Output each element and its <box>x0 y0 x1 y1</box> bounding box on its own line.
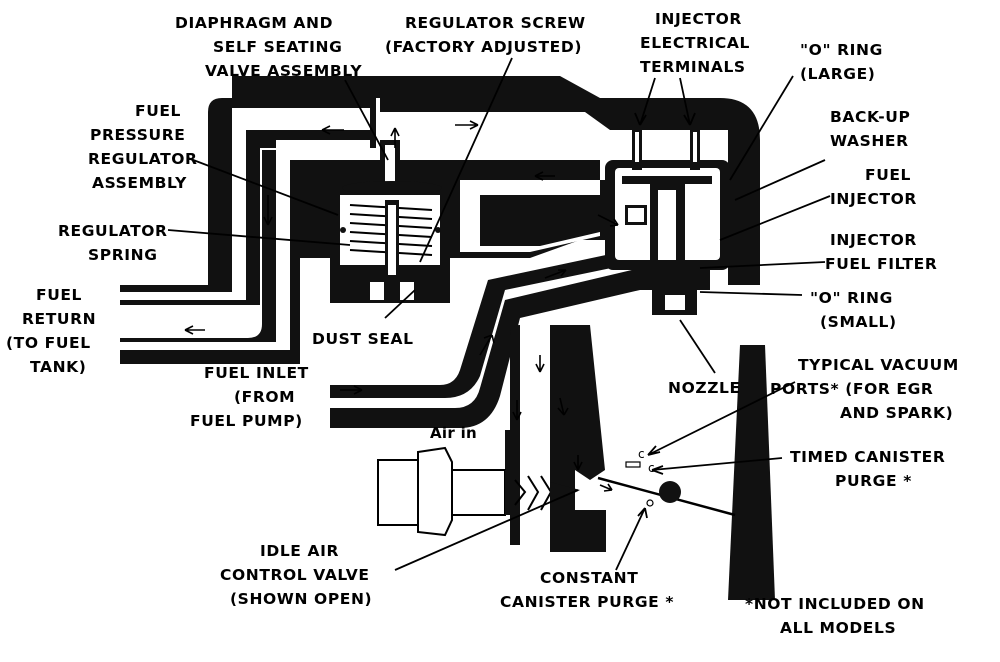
fuel-inlet-passage <box>330 252 640 428</box>
port-marker-lower: c <box>648 461 655 475</box>
label-air-in: Air in <box>430 424 477 442</box>
label-o-ring-small-1: "O" RING <box>810 289 893 307</box>
label-dust-seal: DUST SEAL <box>312 330 414 348</box>
label-timed-canister-purge-2: PURGE * <box>835 472 912 490</box>
label-nozzle: NOZZLE <box>668 379 741 397</box>
label-o-ring-large-2: (LARGE) <box>800 65 876 83</box>
label-regulator-spring-1: REGULATOR <box>58 222 168 240</box>
label-injector-fuel-filter-2: FUEL FILTER <box>825 255 937 273</box>
label-injector-terminals-1: INJECTOR <box>655 10 742 28</box>
throttle-blade <box>597 476 736 517</box>
label-footnote-2: ALL MODELS <box>780 619 896 637</box>
label-typical-vacuum-ports-1: TYPICAL VACUUM <box>798 356 959 374</box>
label-footnote-1: *NOT INCLUDED ON <box>745 595 925 613</box>
label-typical-vacuum-ports-3: AND SPARK) <box>840 404 953 422</box>
label-fuel-return-2: RETURN <box>22 310 96 328</box>
leader-lines <box>167 57 831 571</box>
label-fuel-pressure-regulator-4: ASSEMBLY <box>92 174 187 192</box>
label-idle-air-control-valve-2: CONTROL VALVE <box>220 566 370 584</box>
label-timed-canister-purge-1: TIMED CANISTER <box>790 448 945 466</box>
label-fuel-inlet-2: (FROM <box>234 388 295 406</box>
label-diaphragm-3: VALVE ASSEMBLY <box>205 62 362 80</box>
label-fuel-injector-1: FUEL <box>865 166 911 184</box>
port-marker-upper: c <box>638 447 645 461</box>
label-idle-air-control-valve-3: (SHOWN OPEN) <box>230 590 372 608</box>
label-o-ring-small-2: (SMALL) <box>820 313 897 331</box>
fuel-return-passage <box>120 76 760 364</box>
label-typical-vacuum-ports-2: PORTS* (FOR EGR <box>770 380 933 398</box>
label-fuel-pressure-regulator-3: REGULATOR <box>88 150 198 168</box>
label-regulator-screw-1: REGULATOR SCREW <box>405 14 586 32</box>
vacuum-port-markers: c c <box>625 447 655 507</box>
label-back-up-washer-2: WASHER <box>830 132 909 150</box>
label-regulator-spring-2: SPRING <box>88 246 158 264</box>
label-injector-terminals-2: ELECTRICAL <box>640 34 750 52</box>
label-fuel-return-4: TANK) <box>30 358 86 376</box>
label-o-ring-large-1: "O" RING <box>800 41 883 59</box>
label-fuel-inlet-1: FUEL INLET <box>204 364 309 382</box>
label-diaphragm-1: DIAPHRAGM AND <box>175 14 333 32</box>
label-diaphragm-2: SELF SEATING <box>213 38 342 56</box>
callout-labels: DIAPHRAGM AND SELF SEATING VALVE ASSEMBL… <box>6 10 959 637</box>
label-injector-fuel-filter-1: INJECTOR <box>830 231 917 249</box>
label-fuel-pressure-regulator-2: PRESSURE <box>90 126 185 144</box>
fuel-injector <box>605 130 734 315</box>
label-fuel-inlet-3: FUEL PUMP) <box>190 412 303 430</box>
label-fuel-return-3: (TO FUEL <box>6 334 91 352</box>
idle-air-control-valve <box>377 446 580 537</box>
label-constant-canister-purge-1: CONSTANT <box>540 569 638 587</box>
label-fuel-return-1: FUEL <box>36 286 82 304</box>
label-back-up-washer-1: BACK-UP <box>830 108 910 126</box>
label-fuel-injector-2: INJECTOR <box>830 190 917 208</box>
flow-arrows <box>184 120 619 492</box>
label-idle-air-control-valve-1: IDLE AIR <box>260 542 339 560</box>
label-regulator-screw-2: (FACTORY ADJUSTED) <box>385 38 582 56</box>
label-injector-terminals-3: TERMINALS <box>640 58 746 76</box>
label-constant-canister-purge-2: CANISTER PURGE * <box>500 593 674 611</box>
label-fuel-pressure-regulator-1: FUEL <box>135 102 181 120</box>
fuel-pressure-regulator <box>330 140 450 303</box>
